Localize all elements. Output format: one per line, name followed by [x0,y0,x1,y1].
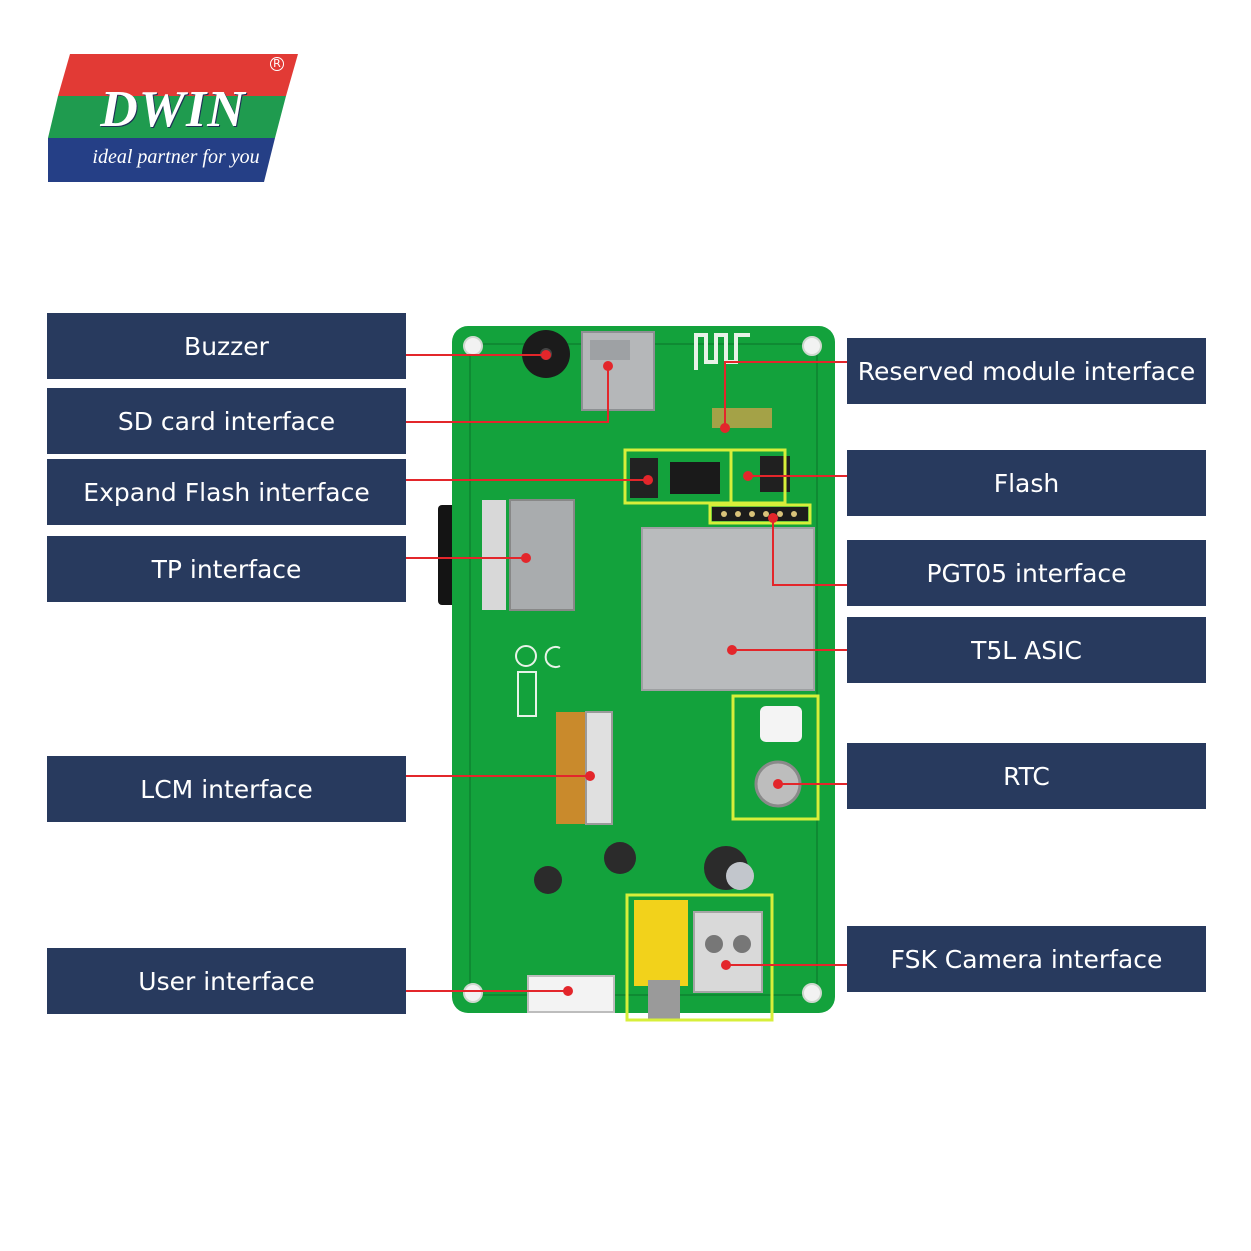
tp-connector [482,500,506,610]
capacitor [604,842,636,874]
label-reserved-module-interface: Reserved module interface [847,338,1206,404]
logo-tagline: ideal partner for you [92,146,260,168]
logo-brand: DWIN [100,81,246,138]
label-fsk-camera-interface: FSK Camera interface [847,926,1206,992]
label-buzzer: Buzzer [47,313,406,379]
label-expand-flash-interface: Expand Flash interface [47,459,406,525]
lcm-ribbon [556,712,586,824]
callout-dots [521,350,783,996]
label-tp-interface: TP interface [47,536,406,602]
label-sd-card-interface: SD card interface [47,388,406,454]
registered-mark: R [270,57,284,71]
lcm-connector [585,711,613,825]
rca-jack [634,900,688,986]
label-flash: Flash [847,450,1206,516]
label-user-interface: User interface [47,948,406,1014]
callout-lines [406,354,847,992]
dwin-logo: R DWIN ideal partner for you [48,54,298,182]
camera-terminal-block [693,911,763,993]
highlight-boxes [623,448,820,1022]
label-rtc: RTC [847,743,1206,809]
reserved-module-pins [712,408,772,428]
mounting-holes [463,336,822,1003]
capacitor [534,866,562,894]
rtc-crystal [760,706,802,742]
pgt05-header [712,507,808,521]
ce-rohs-marks-icon [515,645,561,717]
label-pgt05-interface: PGT05 interface [847,540,1206,606]
antenna-trace [694,333,750,370]
label-lcm-interface: LCM interface [47,756,406,822]
label-t5l-asic: T5L ASIC [847,617,1206,683]
logo-banner-icon [48,54,298,182]
t5l-asic-shield [641,527,815,691]
